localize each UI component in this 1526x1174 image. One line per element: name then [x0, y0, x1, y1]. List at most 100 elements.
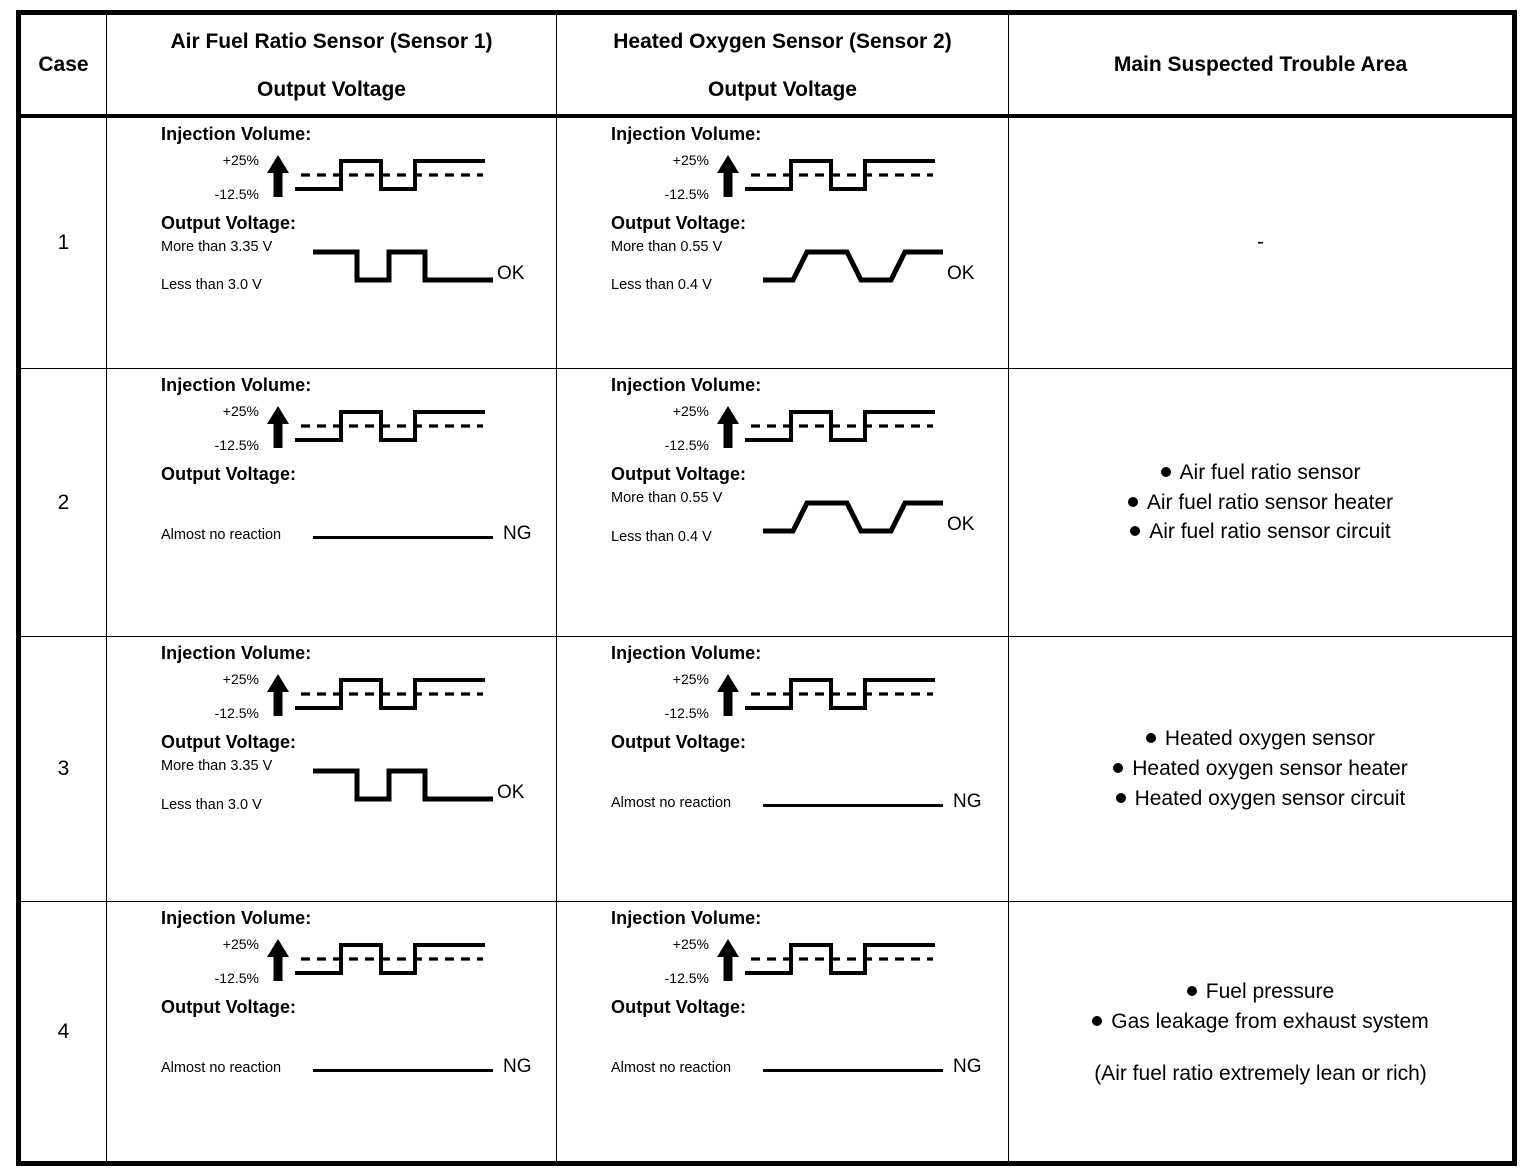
bullet-icon [1127, 496, 1138, 507]
injection-volume-labels: +25% -12.5% [625, 153, 709, 201]
bullet-icon [1092, 1015, 1103, 1026]
heated-oxygen-sensor-cell: Injection Volume:+25%-12.5%Output Voltag… [556, 636, 1009, 902]
header-heated-oxygen-sensor: Heated Oxygen Sensor (Sensor 2) Output V… [556, 12, 1009, 118]
bullet-icon [1130, 526, 1141, 537]
bullet-icon [1145, 733, 1156, 744]
sensor-cell-air-fuel-ratio: Injection Volume:+25%-12.5%Output Voltag… [107, 637, 556, 901]
output-voltage-title: Output Voltage: [161, 212, 297, 233]
injection-minus-label: -12.5% [214, 185, 259, 202]
trouble-area-item: Heated oxygen sensor heater [1113, 754, 1408, 784]
trouble-area-item: Heated oxygen sensor circuit [1113, 784, 1408, 814]
header-o2s-line1: Heated Oxygen Sensor (Sensor 2) [613, 29, 952, 53]
injection-wave-wrap [295, 670, 485, 722]
trouble-area-dash: - [1257, 231, 1264, 254]
bullet-icon [1160, 466, 1171, 477]
injection-volume-title: Injection Volume: [611, 375, 762, 395]
trouble-area-item: Heated oxygen sensor [1113, 724, 1408, 754]
voltage-low-label: Less than 0.4 V [611, 528, 712, 545]
up-arrow-icon [717, 939, 739, 981]
trouble-area-item-label: Fuel pressure [1205, 979, 1335, 1003]
injection-volume-graphic: +25%-12.5% [611, 935, 1008, 991]
voltage-high-label: More than 3.35 V [161, 238, 273, 255]
output-voltage-wave-wrap [313, 757, 493, 811]
voltage-high-label: More than 3.35 V [161, 758, 273, 774]
injection-minus-label: -12.5% [664, 185, 709, 202]
case-number-cell: 2 [18, 368, 107, 637]
table-row: 4 Injection Volume: +25%-12.5% Output Volta… [18, 901, 1515, 1164]
injection-volume-title: Injection Volume: [611, 908, 762, 928]
heated-oxygen-sensor-cell: Injection Volume:+25%-12.5%Output Voltag… [556, 368, 1009, 637]
injection-volume-graphic: +25%-12.5% [161, 935, 556, 991]
case-number-cell: 1 [18, 115, 107, 369]
trouble-area-item: Air fuel ratio sensor heater [1127, 488, 1393, 518]
injection-volume-labels: +25%-12.5% [175, 404, 259, 452]
flat-response-line [313, 536, 493, 539]
trouble-area-item-label: Heated oxygen sensor circuit [1134, 786, 1406, 810]
injection-volume-waveform [295, 158, 485, 191]
heated-oxygen-sensor-cell: Injection Volume: +25%-12.5% Output Voltag… [556, 901, 1009, 1164]
injection-volume-labels: +25% -12.5% [175, 153, 259, 201]
up-arrow-wrap [265, 404, 291, 450]
injection-volume-title: Injection Volume: [161, 375, 312, 395]
up-arrow-icon [267, 674, 289, 716]
injection-volume-title: Injection Volume: [611, 643, 762, 663]
injection-volume-graphic: +25% -12.5% [161, 151, 556, 207]
injection-wave-wrap [295, 151, 485, 203]
sensor-cell-heated-oxygen: Injection Volume:+25%-12.5%Output Voltag… [557, 637, 1008, 901]
output-voltage-title: Output Voltage: [611, 997, 747, 1017]
voltage-low-label: Less than 0.4 V [611, 277, 712, 293]
sensor-cell-air-fuel-ratio: Injection Volume:+25%-12.5%Output Voltag… [107, 369, 556, 636]
output-voltage-square-waveform [313, 768, 493, 802]
up-arrow-icon [267, 406, 289, 448]
up-arrow-wrap [715, 404, 741, 450]
voltage-low-label: Less than 3.0 V [161, 796, 262, 813]
trouble-area-item-label: Heated oxygen sensor heater [1132, 757, 1408, 781]
injection-plus-label: +25% [222, 151, 259, 168]
up-arrow-wrap [265, 672, 291, 718]
trouble-area-item: Gas leakage from exhaust system [1092, 1007, 1429, 1037]
bullet-icon [1113, 763, 1124, 774]
output-voltage-wave-wrap [763, 489, 943, 543]
injection-plus-label: +25% [672, 151, 709, 168]
injection-volume-waveform [745, 158, 935, 191]
almost-no-reaction-label: Almost no reaction [161, 527, 282, 543]
sensor-cell-heated-oxygen: Injection Volume: +25%-12.5% Output Voltag… [557, 902, 1008, 1161]
header-afs-line2: Output Voltage [257, 77, 406, 101]
header-trouble-area: Main Suspected Trouble Area [1008, 12, 1515, 118]
trouble-area-item: Air fuel ratio sensor circuit [1128, 517, 1393, 547]
output-voltage-labels: More than 0.55 V Less than 0.4 V [611, 491, 761, 544]
header-o2s-line2: Output Voltage [708, 77, 857, 101]
injection-volume-graphic: +25%-12.5% [161, 402, 556, 458]
injection-volume-graphic: +25%-12.5% [611, 402, 1008, 458]
air-fuel-ratio-sensor-cell: Injection Volume:+25%-12.5%Output Voltag… [106, 901, 557, 1164]
injection-volume-waveform [295, 943, 485, 975]
up-arrow-wrap [265, 153, 291, 199]
injection-volume-labels: +25%-12.5% [625, 672, 709, 720]
case-number-cell: 4 [18, 901, 107, 1164]
up-arrow-icon [267, 939, 289, 981]
injection-volume-labels: +25%-12.5% [625, 404, 709, 452]
output-voltage-title: Output Voltage: [611, 212, 747, 233]
flat-response-line [313, 1069, 493, 1072]
almost-no-reaction-label: Almost no reaction [611, 1060, 732, 1076]
voltage-low-label: Less than 3.0 V [161, 277, 262, 293]
trouble-area-item-label: Air fuel ratio sensor [1179, 460, 1361, 484]
injection-volume-title: Injection Volume: [161, 123, 312, 144]
injection-volume-graphic: +25% -12.5% [611, 151, 1008, 207]
up-arrow-icon [267, 154, 289, 197]
header-case: Case [18, 12, 107, 118]
air-fuel-ratio-sensor-cell: Injection Volume:+25%-12.5%Output Voltag… [106, 368, 557, 637]
output-voltage-wave-wrap [313, 238, 493, 292]
voltage-high-label: More than 0.55 V [611, 490, 723, 506]
up-arrow-wrap [265, 937, 291, 983]
injection-minus-label: -12.5% [664, 705, 709, 721]
sensor-cell-heated-oxygen: Injection Volume:+25%-12.5%Output Voltag… [557, 369, 1008, 636]
verdict-label: NG [953, 1056, 982, 1077]
injection-volume-title: Injection Volume: [611, 123, 762, 144]
